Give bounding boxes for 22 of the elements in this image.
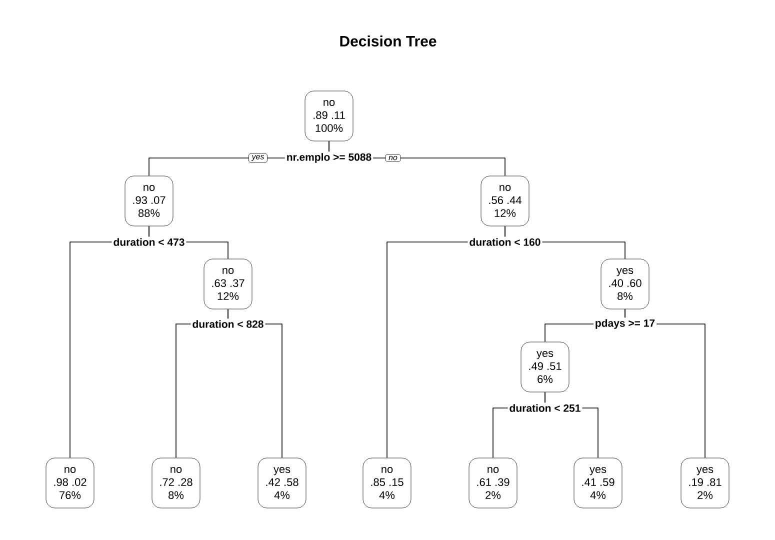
split-condition: duration < 251 — [508, 402, 582, 414]
split-condition: duration < 160 — [468, 236, 542, 248]
tree-node-box: no .63 .37 12% — [204, 258, 252, 310]
tree-node-box: no .98 .02 76% — [46, 458, 94, 508]
tree-node-box: no .89 .11 100% — [304, 90, 354, 142]
tree-node-box: no .72 .28 8% — [152, 458, 200, 508]
split-condition: duration < 828 — [190, 318, 266, 330]
tree-node-box: yes .42 .58 4% — [258, 458, 306, 508]
tree-node-box: no .85 .15 4% — [362, 458, 412, 508]
tree-node-box: yes .19 .81 2% — [680, 458, 730, 508]
split-condition: pdays >= 17 — [593, 318, 657, 330]
edge-label: no — [385, 154, 401, 162]
split-condition: duration < 473 — [112, 236, 186, 248]
tree-node-box: yes .40 .60 8% — [600, 258, 650, 310]
tree-node-box: yes .41 .59 4% — [574, 458, 622, 508]
tree-node-box: yes .49 .51 6% — [520, 342, 570, 392]
tree-node-box: no .93 .07 88% — [124, 176, 174, 226]
tree-node-box: no .61 .39 2% — [468, 458, 518, 508]
edge-label: yes — [248, 153, 268, 163]
split-condition: nr.emplo >= 5088 — [284, 152, 374, 164]
title: Decision Tree — [340, 36, 436, 46]
tree-node-box: no .56 .44 12% — [480, 176, 530, 226]
